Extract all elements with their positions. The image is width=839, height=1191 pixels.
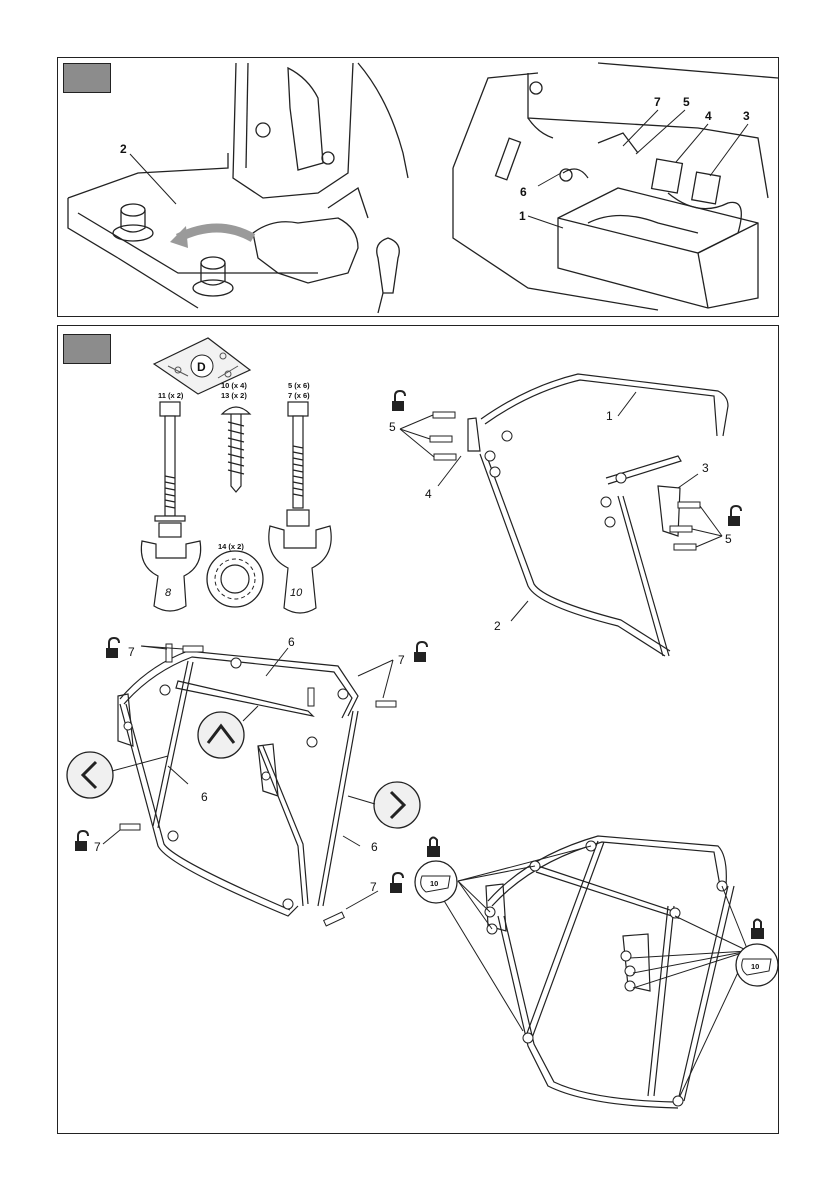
- assembly-callout-6a: 6: [288, 635, 295, 649]
- frame-assembly-mid: [118, 651, 358, 916]
- callout-5: 5: [683, 95, 690, 109]
- unlock-icon: [728, 506, 741, 526]
- unlock-icon: [106, 638, 119, 658]
- frame-callout-2: 2: [494, 619, 501, 633]
- assembly-callout-7b: 7: [398, 653, 405, 667]
- washer-label: 14 (x 2): [218, 542, 244, 551]
- short-bolt: [287, 402, 309, 526]
- frame-callout-4: 4: [425, 487, 432, 501]
- bag-letter: D: [197, 360, 206, 374]
- long-bolt: [155, 402, 185, 537]
- lock-washer: [207, 551, 263, 607]
- step-panel-battery: 2: [57, 57, 779, 317]
- frame-callout-5b: 5: [725, 532, 732, 546]
- wrench-icon-left: 10: [415, 861, 457, 903]
- callout-2: 2: [120, 142, 127, 156]
- hardware-5-label: 5 (x 6): [288, 381, 310, 390]
- callout-6: 6: [520, 185, 527, 199]
- frame-callout-3: 3: [702, 461, 709, 475]
- wrench-8-size: 8: [165, 587, 172, 599]
- unlock-icon: [392, 391, 405, 411]
- direction-arrow-right: [374, 782, 420, 828]
- frame-assembly-illustration: D 11 (x 2) 8 10 (x 4) 13 (x 2) 14 (x 2): [58, 326, 780, 1135]
- frame-exploded: [468, 374, 728, 656]
- hardware-7-label: 7 (x 6): [288, 391, 310, 400]
- final-leaders: [443, 846, 748, 1096]
- callout-leaders: [528, 110, 748, 228]
- wrench-10: [269, 526, 331, 613]
- turn-arrow: [178, 228, 253, 238]
- callout-4: 4: [705, 109, 712, 123]
- frame-nuts: [485, 431, 626, 527]
- battery-compartment-drawing: [453, 63, 778, 310]
- assembly-callout-7c: 7: [94, 840, 101, 854]
- callout-7: 7: [654, 95, 661, 109]
- direction-arrow-up: [198, 712, 244, 758]
- frame-callout-1: 1: [606, 409, 613, 423]
- frame-assembly-final: [486, 836, 734, 1108]
- frame-callout-5a: 5: [389, 420, 396, 434]
- lock-icon: [427, 838, 440, 858]
- final-wrench-size-left: 10: [430, 879, 438, 888]
- seat-compartment-drawing: [68, 63, 408, 313]
- assembly-callout-6c: 6: [371, 840, 378, 854]
- lock-icon: [751, 920, 764, 940]
- assembly-callout-7d: 7: [370, 880, 377, 894]
- wrench-10-size: 10: [290, 587, 303, 599]
- hardware-13-label: 13 (x 2): [221, 391, 247, 400]
- final-wrench-size-right: 10: [751, 962, 759, 971]
- wrench-icon-right: 10: [736, 944, 778, 986]
- screw: [222, 407, 250, 492]
- turn-arrow-head: [170, 226, 188, 248]
- unlock-icon: [414, 642, 427, 662]
- hardware-10-label: 10 (x 4): [221, 381, 247, 390]
- frame-leaders: [400, 392, 722, 621]
- frame-bolts: [430, 412, 700, 550]
- unlock-icon: [75, 831, 88, 851]
- unlock-icon: [390, 873, 403, 893]
- step-panel-frame-assembly: D 11 (x 2) 8 10 (x 4) 13 (x 2) 14 (x 2): [57, 325, 779, 1134]
- callout-1: 1: [519, 209, 526, 223]
- direction-arrow-left: [67, 752, 113, 798]
- final-nuts: [485, 841, 727, 1106]
- callout-3: 3: [743, 109, 750, 123]
- assembly-callout-7a: 7: [128, 645, 135, 659]
- battery-illustration: 2: [58, 58, 780, 318]
- assembly-callout-6b: 6: [201, 790, 208, 804]
- hardware-11-label: 11 (x 2): [158, 391, 184, 400]
- wrench-8: [141, 541, 200, 611]
